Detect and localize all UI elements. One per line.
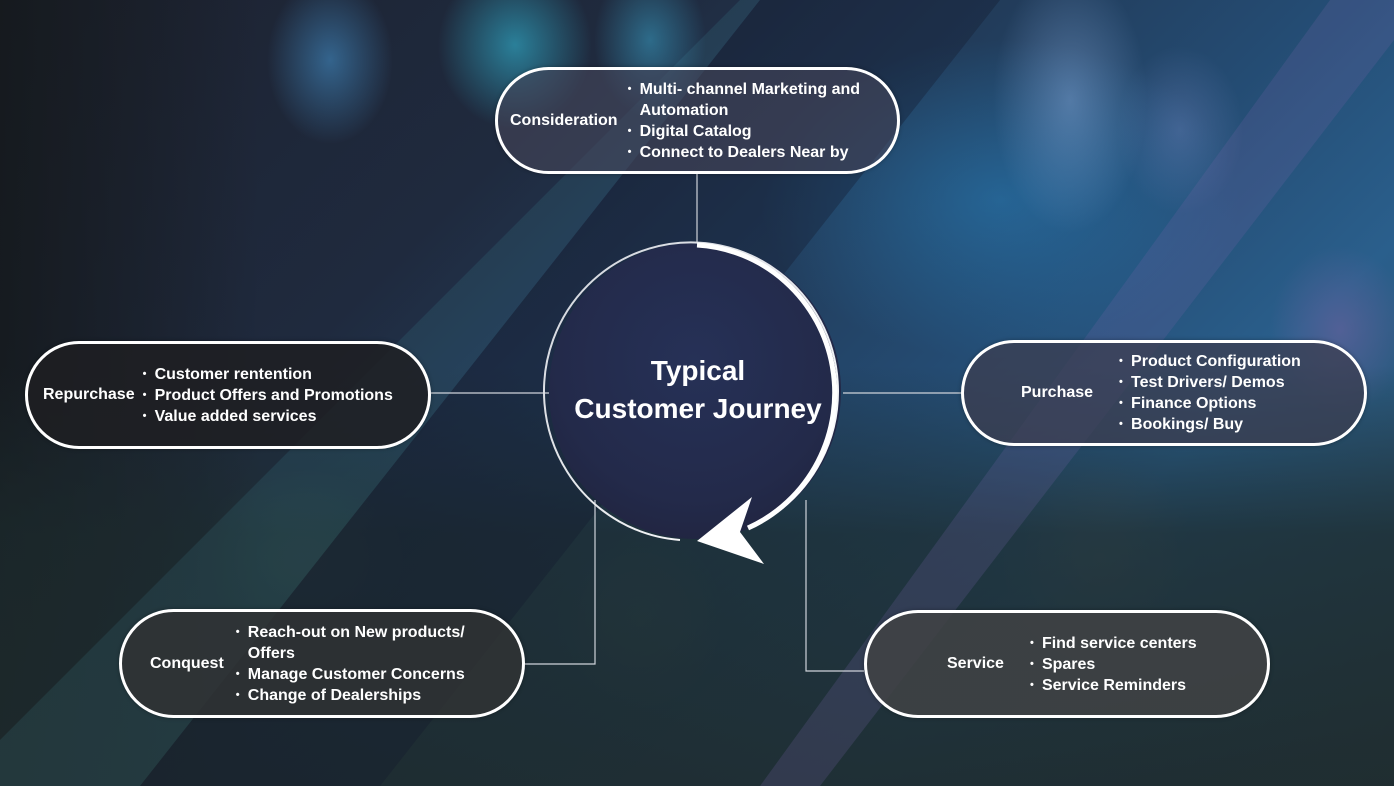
stage-bullet: Digital Catalog [628,121,876,142]
stage-bullet: Change of Dealerships [236,685,484,706]
hub-title-line-2: Customer Journey [574,393,822,424]
stage-name: Consideration [510,111,618,129]
stage-name: Repurchase [43,386,135,403]
stage-bullet: Manage Customer Concerns [236,664,484,685]
stage-bullet: Product Configuration [1119,351,1301,372]
stage-bullet-list: Find service centers Spares Service Remi… [1030,633,1197,696]
stage-bullet: Test Drivers/ Demos [1119,372,1301,393]
arrow-head [697,497,764,564]
stage-bullet: Spares [1030,654,1197,675]
stage-conquest: Conquest Reach-out on New products/ Offe… [119,609,525,718]
stage-bullet: Reach-out on New products/ Offers [236,622,484,664]
stage-bullet-list: Product Configuration Test Drivers/ Demo… [1119,351,1301,435]
stage-bullet-list: Reach-out on New products/ Offers Manage… [236,622,484,706]
journey-hub-circle [549,243,841,539]
stage-consideration: Consideration Multi- channel Marketing a… [495,67,900,174]
stage-bullet-list: Multi- channel Marketing and Automation … [628,79,876,163]
stage-bullet: Multi- channel Marketing and Automation [628,79,876,121]
stage-name: Conquest [150,654,224,672]
hub-ring [542,241,839,541]
stage-bullet-list: Customer rentention Product Offers and P… [143,364,393,427]
stage-purchase: Purchase Product Configuration Test Driv… [961,340,1367,446]
stage-bullet: Service Reminders [1030,675,1197,696]
stage-name: Purchase [1021,384,1094,401]
stage-bullet: Product Offers and Promotions [143,385,393,406]
stage-bullet: Finance Options [1119,393,1301,414]
stage-service: Service Find service centers Spares Serv… [864,610,1270,718]
hub-title: Typical Customer Journey [549,352,847,428]
stage-bullet: Customer rentention [143,364,393,385]
stage-name: Service [947,655,1004,672]
stage-bullet: Find service centers [1030,633,1197,654]
hub-title-line-1: Typical [650,355,746,386]
stage-bullet: Bookings/ Buy [1119,414,1301,435]
stage-bullet: Value added services [143,406,393,427]
connector-conquest [525,500,596,665]
connector-service [805,500,864,672]
stage-bullet: Connect to Dealers Near by [628,142,876,163]
stage-repurchase: Repurchase Customer rentention Product O… [25,341,431,449]
hub-ring-thick-arc [696,242,838,531]
